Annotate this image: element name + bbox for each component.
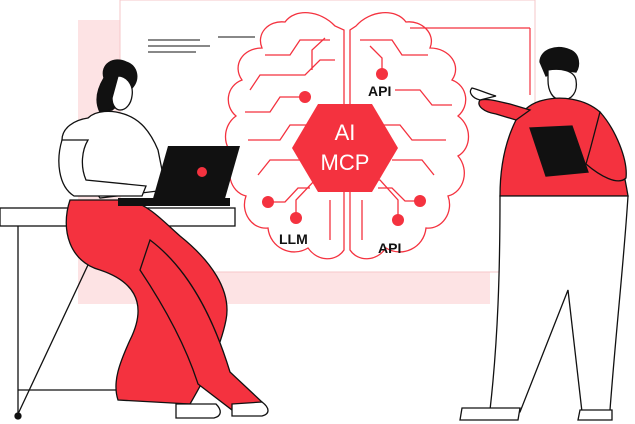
desk-diag — [17, 249, 96, 415]
man-figure — [459, 47, 629, 421]
trace-r4 — [372, 124, 446, 141]
node-llm — [290, 212, 302, 224]
desk-foot — [14, 412, 22, 420]
laptop-base — [118, 198, 230, 206]
man-hand-left — [469, 87, 497, 101]
trace-l2 — [249, 59, 335, 91]
label-api-top: API — [368, 83, 391, 99]
man-face — [547, 68, 578, 101]
trace-r5 — [392, 159, 435, 176]
laptop-screen — [152, 146, 240, 202]
trace-l9 — [311, 37, 326, 70]
woman-arm — [58, 139, 147, 197]
brain-left-outline — [224, 11, 345, 260]
trace-r3 — [395, 89, 452, 106]
hexagon-line-mcp: MCP — [321, 150, 370, 175]
node-top-right — [376, 68, 388, 80]
man-arm-right — [585, 110, 627, 182]
node-api-bottom — [392, 214, 404, 226]
laptop-logo — [197, 167, 207, 177]
woman-shoe-left — [175, 403, 221, 419]
trace-l1 — [265, 39, 330, 56]
trace-l6 — [268, 187, 310, 203]
man-hair — [539, 47, 580, 77]
man-shoe-right — [577, 409, 613, 421]
man-pants — [489, 195, 629, 413]
node-top-left — [299, 91, 311, 103]
trace-r1 — [360, 39, 428, 56]
trace-l5 — [257, 159, 300, 176]
node-mid-right — [414, 195, 426, 207]
hexagon-line-ai: AI — [335, 120, 356, 145]
node-mid-left — [262, 196, 274, 208]
woman-figure — [58, 59, 269, 419]
label-llm: LLM — [279, 231, 308, 247]
trace-l4 — [248, 124, 318, 141]
man-tablet — [529, 125, 589, 177]
woman-shoe-right — [231, 401, 269, 417]
trace-r6 — [378, 187, 420, 202]
circuit-nodes — [262, 68, 426, 226]
ai-mcp-hexagon: AI MCP — [292, 104, 398, 192]
label-api-bottom: API — [378, 240, 401, 256]
brain-right-outline — [349, 11, 470, 260]
woman-face — [111, 75, 133, 111]
man-shoe-left — [459, 407, 521, 421]
hexagon-shape — [292, 104, 398, 192]
trace-l3 — [245, 96, 305, 113]
laptop — [118, 146, 240, 206]
